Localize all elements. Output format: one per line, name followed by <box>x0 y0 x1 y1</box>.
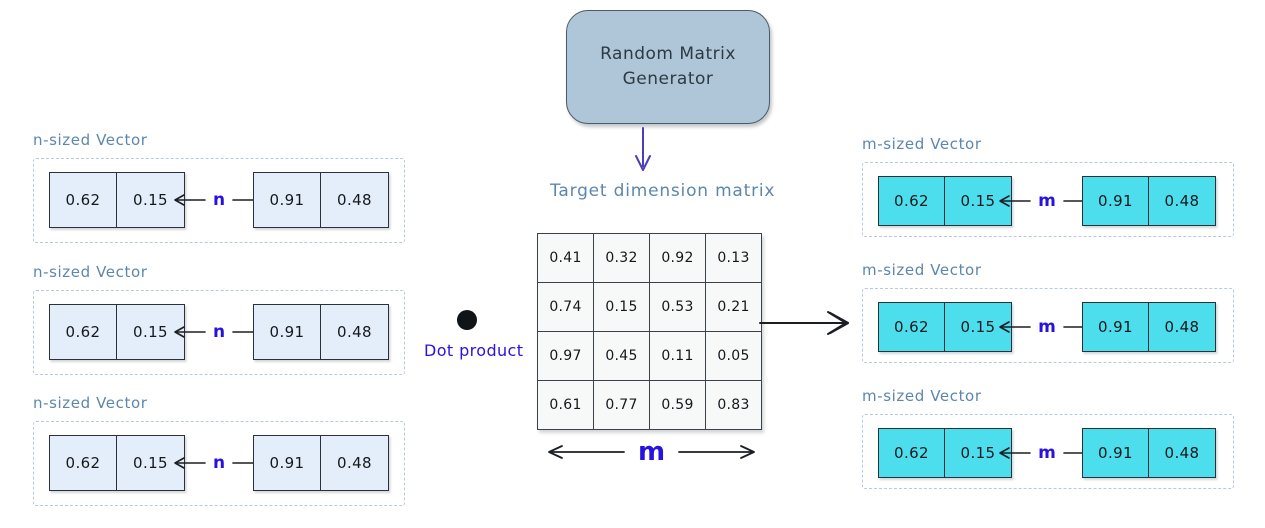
matrix-cell: 0.21 <box>706 283 762 332</box>
n-sized-vector-dimension-connector: n <box>174 321 264 343</box>
dot-product-symbol <box>457 310 477 330</box>
n-sized-vector-dimension-label: n <box>212 190 226 210</box>
matrix-cell: 0.45 <box>594 332 650 381</box>
vector-cell: 0.91 <box>1082 302 1149 352</box>
vector-cell: 0.15 <box>117 435 185 491</box>
m-sized-vector-dimension-label: m <box>1038 191 1056 211</box>
matrix-width-label: m <box>637 437 666 467</box>
matrix-cell: 0.83 <box>706 381 762 430</box>
vector-cell: 0.91 <box>253 435 321 491</box>
left-arrow-icon <box>173 324 207 340</box>
n-sized-vector-container <box>33 158 405 243</box>
vector-cell: 0.48 <box>321 172 389 228</box>
vector-cell: 0.48 <box>321 304 389 360</box>
vector-cell: 0.62 <box>878 302 945 352</box>
dot-product-label: Dot product <box>424 341 524 360</box>
generator-title-line2: Generator <box>622 69 714 89</box>
left-arrow-icon <box>548 445 625 459</box>
n-sized-vector-label: n-sized Vector <box>33 131 148 149</box>
matrix-width-marker: m <box>534 437 769 467</box>
matrix-cell: 0.61 <box>538 381 594 430</box>
vector-cell: 0.62 <box>49 304 117 360</box>
matrix-cell: 0.97 <box>538 332 594 381</box>
n-sized-vector-label: n-sized Vector <box>33 263 148 281</box>
vector-cell: 0.91 <box>253 304 321 360</box>
matrix-cell: 0.41 <box>538 234 594 283</box>
matrix-cell: 0.05 <box>706 332 762 381</box>
vector-cell: 0.91 <box>253 172 321 228</box>
m-sized-vector-dimension-connector: m <box>999 442 1095 464</box>
matrix-cell: 0.74 <box>538 283 594 332</box>
n-sized-vector-dimension-label: n <box>212 453 226 473</box>
generator-title-line1: Random Matrix <box>600 44 736 65</box>
matrix-cell: 0.32 <box>594 234 650 283</box>
vector-cell: 0.62 <box>878 176 945 226</box>
n-sized-vector-container <box>33 290 405 375</box>
matrix-cell: 0.13 <box>706 234 762 283</box>
left-arrow-icon <box>173 455 207 471</box>
left-arrow-icon <box>998 445 1032 461</box>
vector-cell: 0.91 <box>1082 428 1149 478</box>
n-sized-vector-dimension-label: n <box>212 322 226 342</box>
target-matrix-label: Target dimension matrix <box>550 181 776 201</box>
left-arrow-icon <box>998 319 1032 335</box>
left-arrow-icon <box>998 193 1032 209</box>
matrix-cell: 0.15 <box>594 283 650 332</box>
vector-cell: 0.48 <box>321 435 389 491</box>
vector-cell: 0.15 <box>117 172 185 228</box>
m-sized-vector-dimension-label: m <box>1038 317 1056 337</box>
matrix-cell: 0.11 <box>650 332 706 381</box>
n-sized-vector-container <box>33 421 405 506</box>
matrix-cell: 0.53 <box>650 283 706 332</box>
vector-cell: 0.15 <box>945 302 1012 352</box>
m-sized-vector-label: m-sized Vector <box>862 261 982 279</box>
right-arrow-icon <box>678 445 755 459</box>
vector-cell: 0.48 <box>1149 176 1216 226</box>
m-sized-vector-dimension-connector: m <box>999 190 1095 212</box>
vector-cell: 0.48 <box>1149 302 1216 352</box>
vector-cell: 0.62 <box>49 435 117 491</box>
vector-cell: 0.15 <box>117 304 185 360</box>
matrix-cell: 0.77 <box>594 381 650 430</box>
vector-cell: 0.48 <box>1149 428 1216 478</box>
m-sized-vector-dimension-label: m <box>1038 443 1056 463</box>
left-arrow-icon <box>173 192 207 208</box>
m-sized-vector-label: m-sized Vector <box>862 135 982 153</box>
m-sized-vector-container <box>862 162 1234 237</box>
vector-cell: 0.62 <box>878 428 945 478</box>
down-arrow-icon <box>628 126 658 176</box>
n-sized-vector-dimension-connector: n <box>174 189 264 211</box>
random-matrix-generator-box[interactable]: Random Matrix Generator <box>566 10 770 124</box>
matrix-cell: 0.59 <box>650 381 706 430</box>
n-sized-vector-label: n-sized Vector <box>33 394 148 412</box>
vector-cell: 0.62 <box>49 172 117 228</box>
m-sized-vector-label: m-sized Vector <box>862 387 982 405</box>
m-sized-vector-container <box>862 288 1234 363</box>
m-sized-vector-dimension-connector: m <box>999 316 1095 338</box>
m-sized-vector-container <box>862 414 1234 489</box>
vector-cell: 0.91 <box>1082 176 1149 226</box>
n-sized-vector-dimension-connector: n <box>174 452 264 474</box>
chevron-right-icon <box>824 310 854 336</box>
matrix-cell: 0.92 <box>650 234 706 283</box>
